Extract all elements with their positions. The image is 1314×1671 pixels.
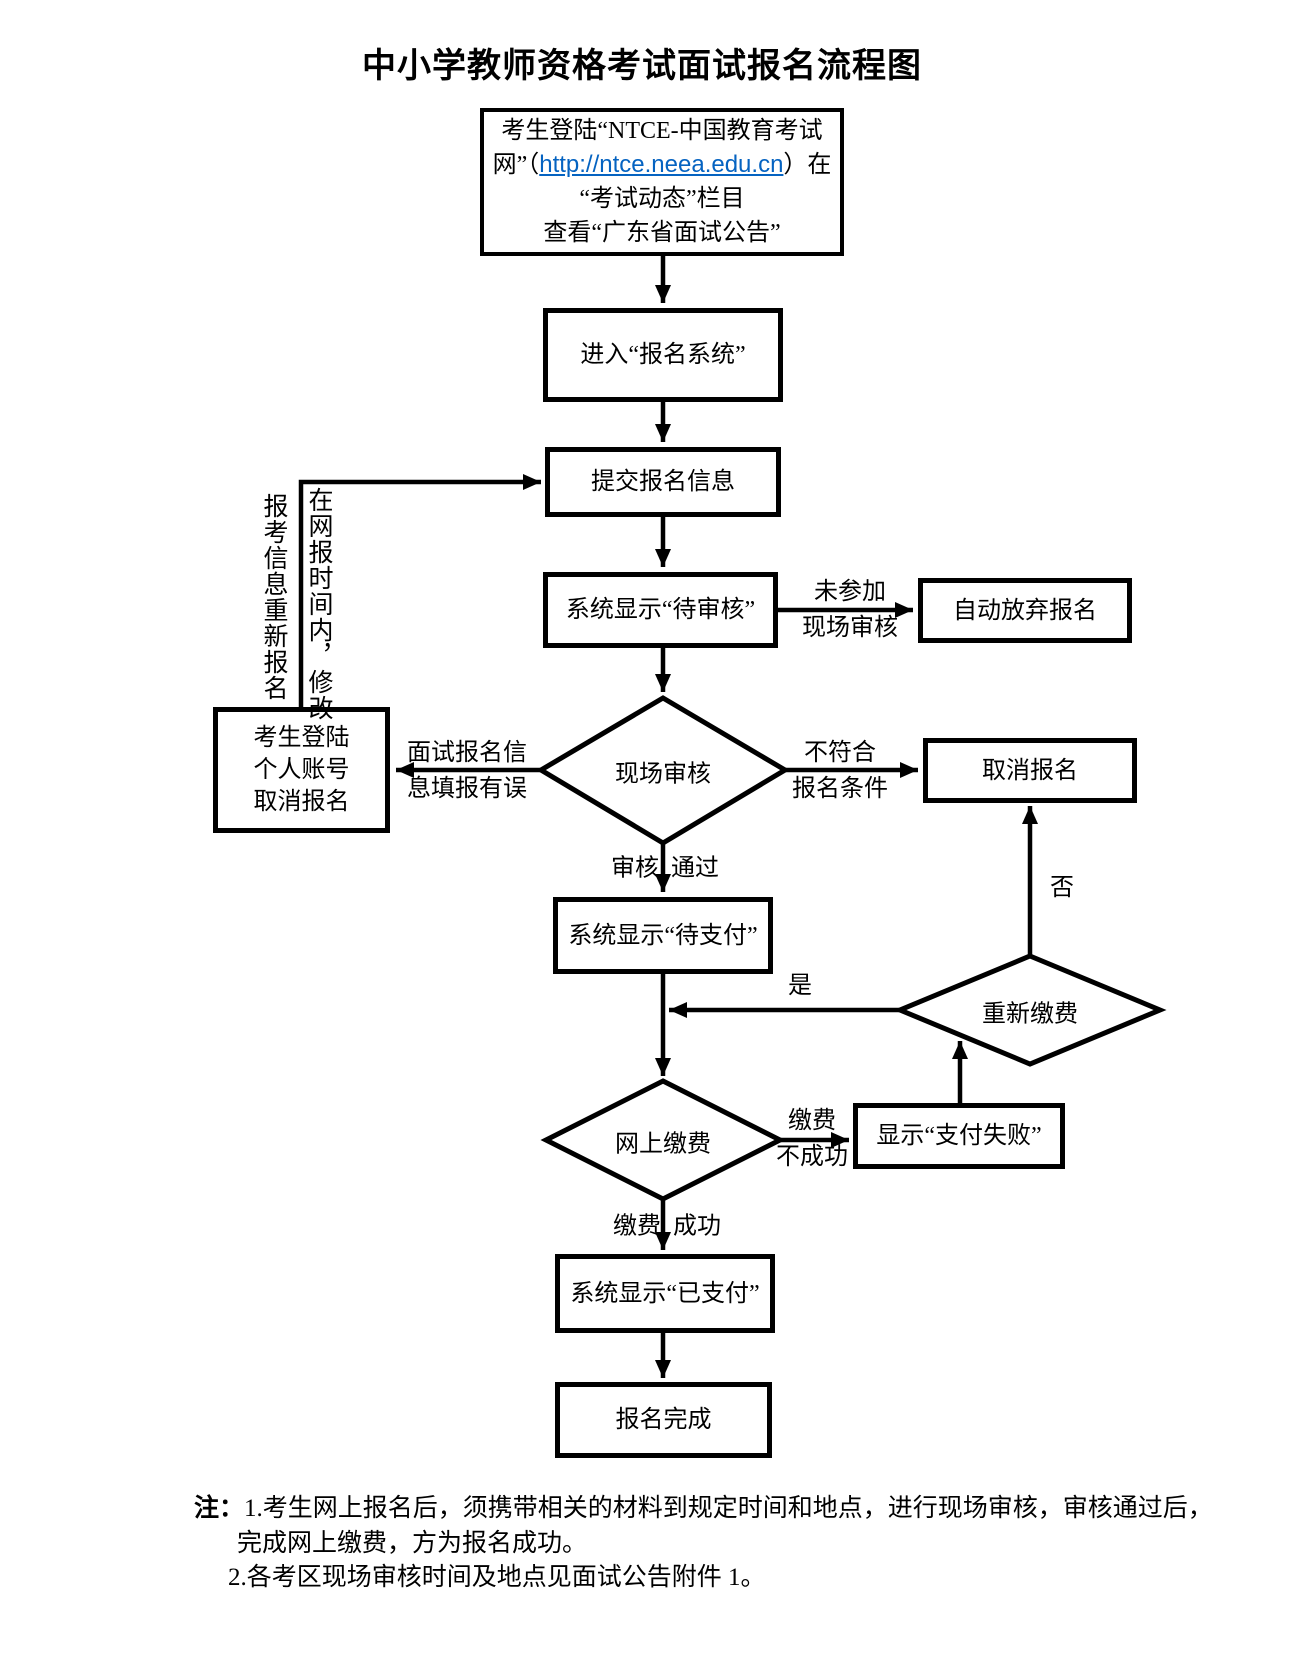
diamond-onsite-review-label: 现场审核 [615,761,711,788]
page-title: 中小学教师资格考试面试报名流程图 [362,48,922,85]
label-vertical-reapply: 报考信息重新报名 [260,493,287,701]
node-paid: 系统显示“已支付” [555,1254,775,1333]
diamond-repay [893,953,1167,1067]
diamond-repay-label: 重新缴费 [982,1001,1078,1028]
node-start-line2: 网”（http://ntce.neea.edu.cn）在 [492,151,832,178]
node-pending-pay: 系统显示“待支付” [553,897,773,974]
diamond-online-pay [540,1078,786,1202]
node-complete: 报名完成 [555,1382,772,1458]
label-no-onsite: 未参加 现场审核 [802,579,898,641]
label-pay-fail: 缴费 不成功 [776,1108,848,1170]
label-wrong-info: 面试报名信 息填报有误 [407,740,527,802]
node-login-cancel-line1: 考生登陆 [253,725,350,751]
node-login-cancel-line3: 取消报名 [253,789,350,815]
note-line2: 完成网上缴费，方为报名成功。 [237,1530,588,1557]
node-submit-info: 提交报名信息 [545,447,781,517]
label-pay-success: 缴费 成功 [613,1213,721,1240]
label-not-qualified: 不符合 报名条件 [792,740,888,802]
label-yes: 是 [788,973,812,999]
label-vertical-modify: 在网报时间内，修改 [305,487,332,721]
node-login-cancel: 考生登陆 个人账号 取消报名 [213,707,390,833]
node-pending-review: 系统显示“待审核” [543,572,778,648]
diamond-online-pay-label: 网上缴费 [615,1131,711,1158]
node-start: 考生登陆“NTCE-中国教育考试 网”（http://ntce.neea.edu… [480,108,844,256]
diamond-onsite-review [536,695,790,846]
node-start-line4: 查看“广东省面试公告” [543,220,781,246]
label-review-pass: 审核 通过 [611,855,719,882]
node-start-line1: 考生登陆“NTCE-中国教育考试 [501,118,823,144]
node-login-cancel-line2: 个人账号 [253,757,350,783]
node-auto-abandon: 自动放弃报名 [918,578,1132,643]
arrow-login-cancel-to-submit [298,474,541,707]
node-cancel: 取消报名 [923,738,1137,803]
node-start-line3: “考试动态”栏目 [579,186,745,212]
label-no: 否 [1050,875,1074,901]
note-line1: 注：1.考生网上报名后，须携带相关的材料到规定时间和地点，进行现场审核，审核通过… [194,1495,1213,1522]
node-enter-system: 进入“报名系统” [543,308,783,402]
note-line3: 2.各考区现场审核时间及地点见面试公告附件 1。 [228,1564,766,1591]
ntce-link[interactable]: http://ntce.neea.edu.cn [539,151,784,178]
node-pay-fail: 显示“支付失败” [853,1103,1065,1169]
